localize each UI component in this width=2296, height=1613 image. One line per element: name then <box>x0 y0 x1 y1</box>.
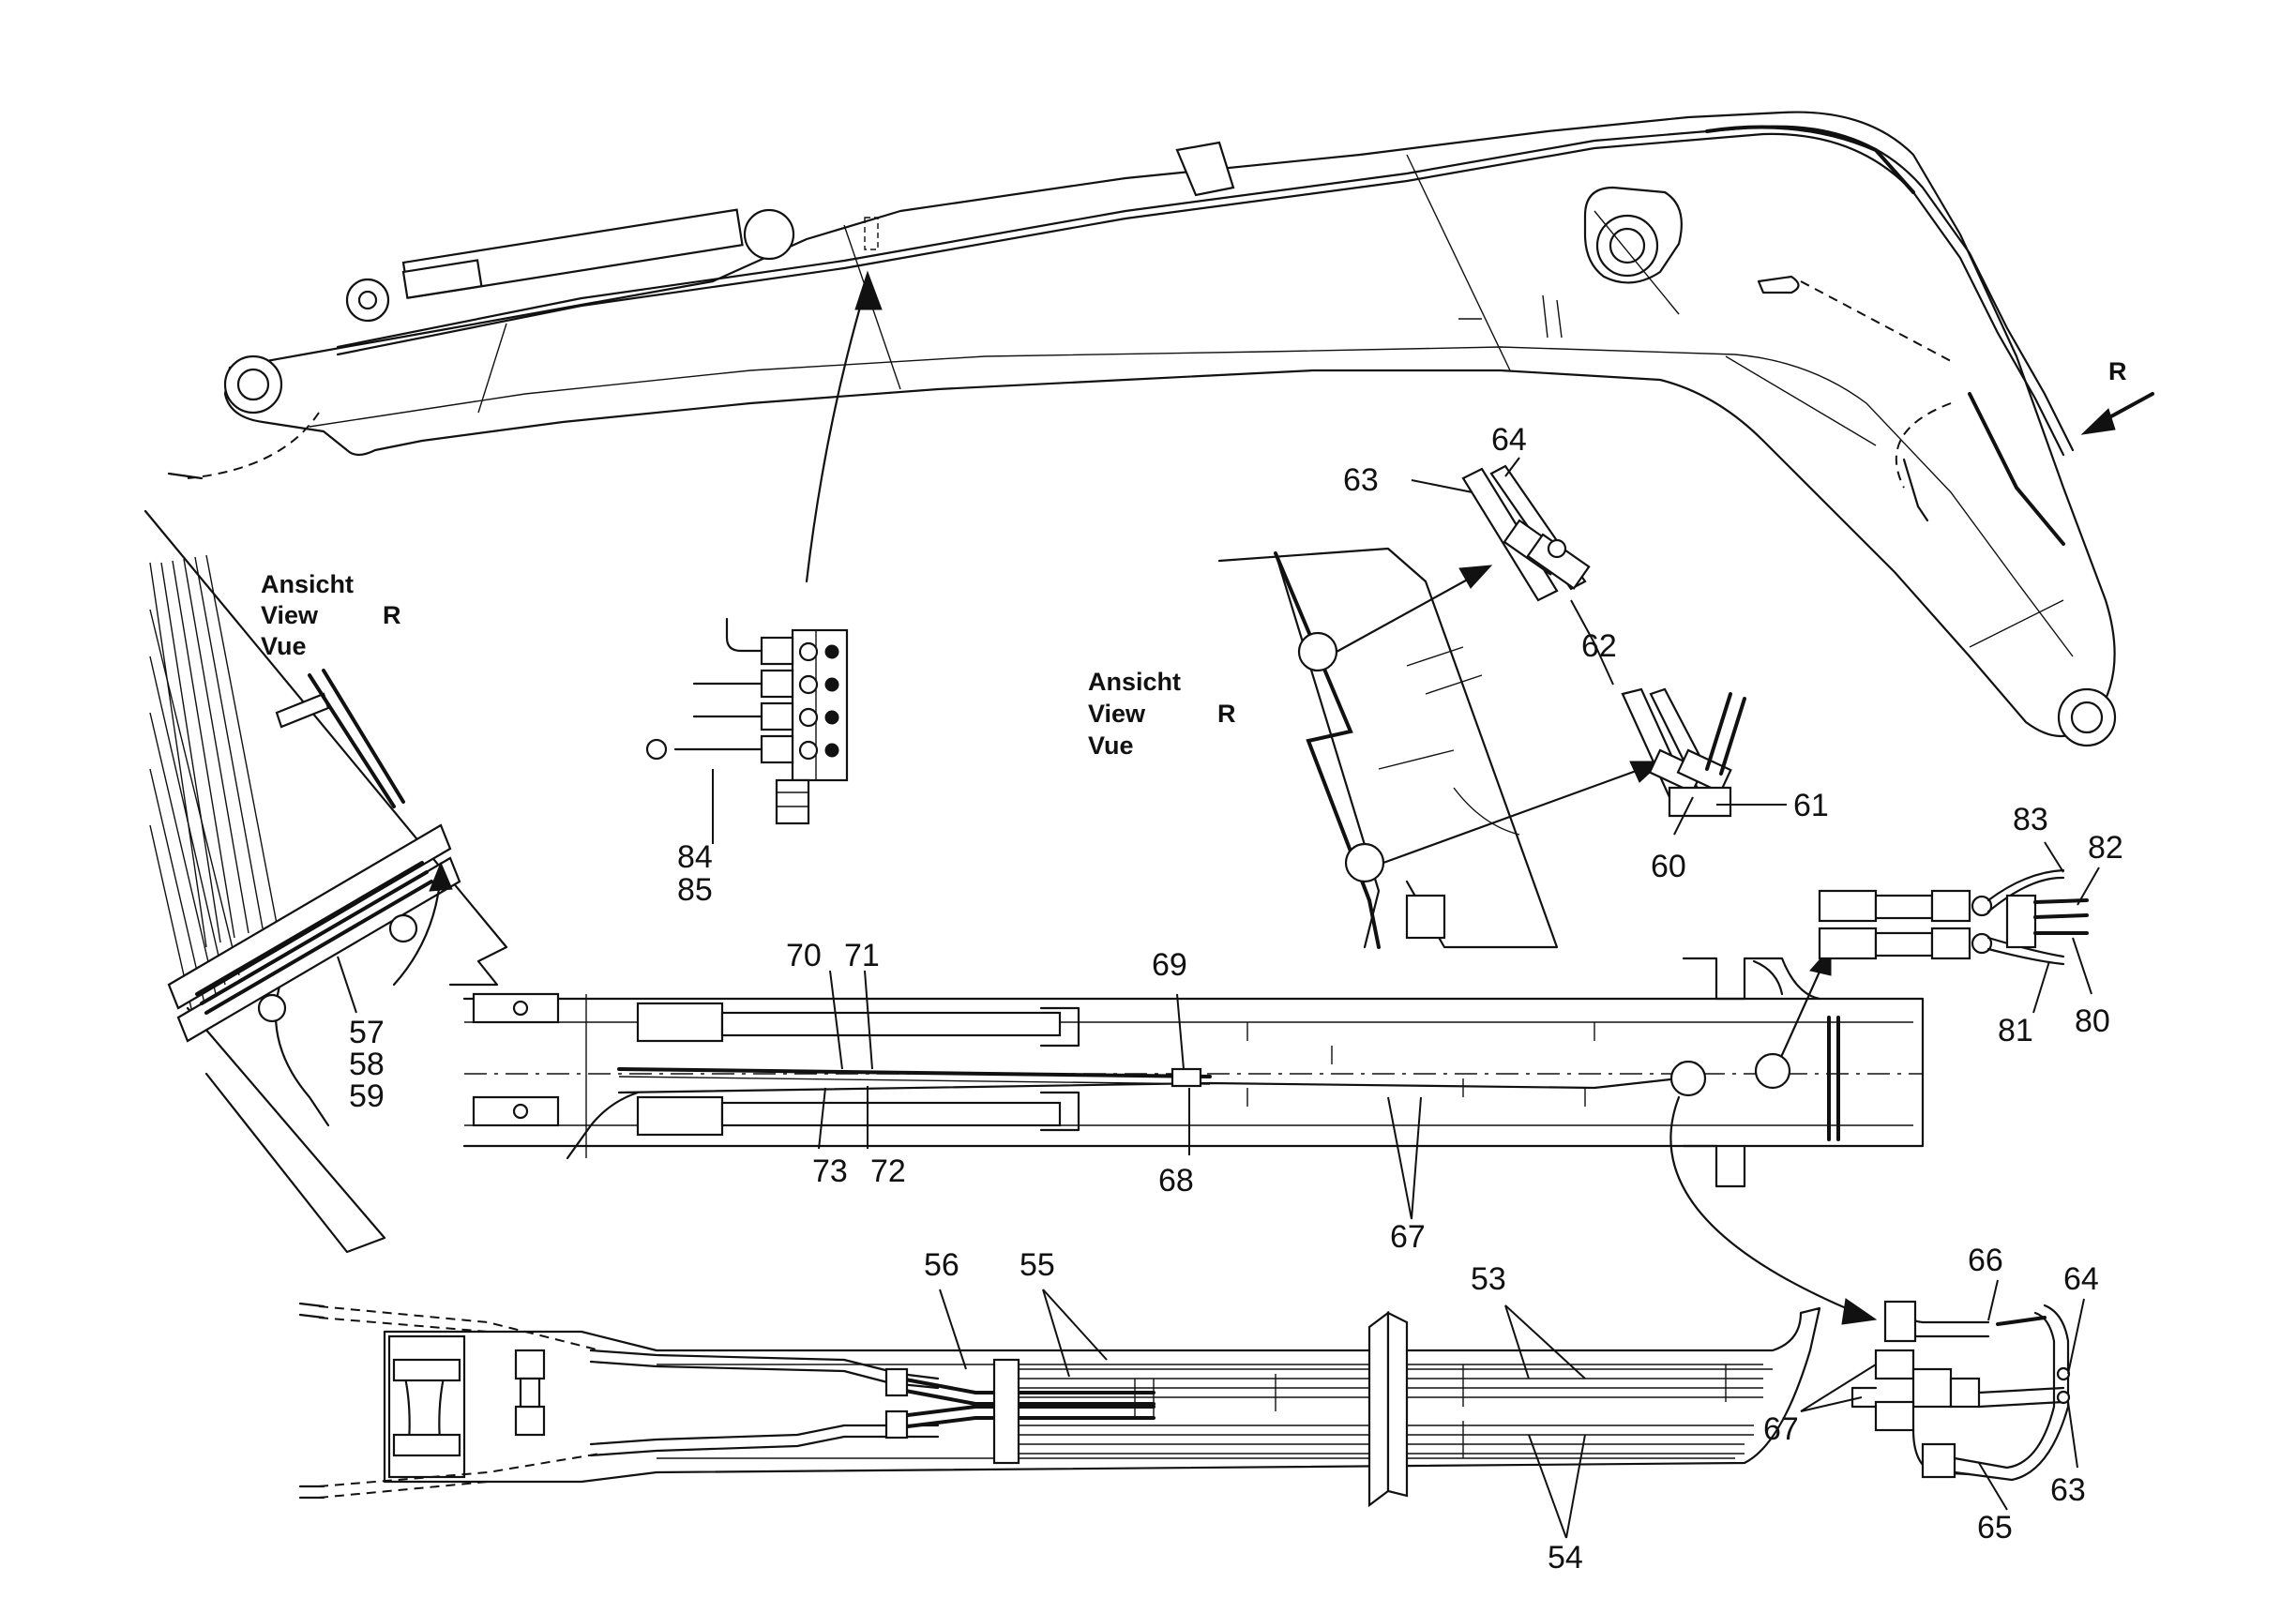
callout-81: 81 <box>1998 1013 2033 1048</box>
callout-57: 57 <box>349 1015 385 1050</box>
view-r-left-line1: Ansicht <box>261 570 354 598</box>
callout-53: 53 <box>1471 1261 1506 1297</box>
callout-84: 84 <box>677 839 713 875</box>
callout-56: 56 <box>924 1247 959 1283</box>
callout-85: 85 <box>677 872 713 908</box>
callout-67a: 67 <box>1390 1219 1426 1255</box>
callout-58: 58 <box>349 1047 385 1082</box>
view-r-mid-line4: Vue <box>1088 731 1134 760</box>
callout-83: 83 <box>2013 802 2048 837</box>
callout-70: 70 <box>786 938 822 973</box>
callout-63a: 63 <box>1343 462 1379 498</box>
boom-top-view: 56 55 53 54 <box>298 1247 1821 1575</box>
view-r-left-detail: Ansicht View R Vue 57 58 59 <box>144 509 508 1254</box>
callout-61: 61 <box>1793 788 1829 823</box>
callout-67b: 67 <box>1763 1411 1799 1447</box>
callout-64a: 64 <box>1491 422 1527 458</box>
direction-marker-r: R <box>2108 357 2127 385</box>
view-r-mid-line2: View <box>1088 700 1146 728</box>
boom-side-view: R <box>167 111 2154 747</box>
callout-64b: 64 <box>2063 1261 2099 1297</box>
callout-71: 71 <box>844 938 880 973</box>
callout-60: 60 <box>1651 849 1686 884</box>
callout-62: 62 <box>1581 628 1617 664</box>
callout-59: 59 <box>349 1078 385 1114</box>
elbow-fitting-detail: 66 64 67 63 65 <box>1763 1243 2099 1545</box>
view-r-left-line2: View <box>261 601 319 629</box>
valve-block-detail: 84 85 <box>645 617 849 908</box>
pointer-arrow-valve <box>805 279 869 583</box>
callout-54: 54 <box>1548 1540 1583 1575</box>
callout-80: 80 <box>2075 1003 2110 1039</box>
view-r-mid-line3: R <box>1217 700 1236 728</box>
callout-82: 82 <box>2088 830 2123 866</box>
callout-63b: 63 <box>2050 1472 2086 1508</box>
callout-73: 73 <box>812 1153 848 1189</box>
view-r-mid-line1: Ansicht <box>1088 668 1181 696</box>
arm-top-view: 70 71 69 73 72 68 67 <box>462 938 1925 1325</box>
callout-55: 55 <box>1020 1247 1055 1283</box>
view-r-left-line4: Vue <box>261 632 307 660</box>
callout-69: 69 <box>1152 947 1187 983</box>
view-r-mid-detail: Ansicht View R Vue 63 64 62 61 60 <box>1088 422 1829 949</box>
view-r-left-line3: R <box>383 601 401 629</box>
callout-65: 65 <box>1977 1510 2013 1545</box>
callout-66: 66 <box>1968 1243 2003 1278</box>
fitting-detail-80-83: 83 82 80 81 <box>1818 802 2123 1048</box>
callout-72: 72 <box>870 1153 906 1189</box>
callout-68: 68 <box>1158 1163 1194 1198</box>
